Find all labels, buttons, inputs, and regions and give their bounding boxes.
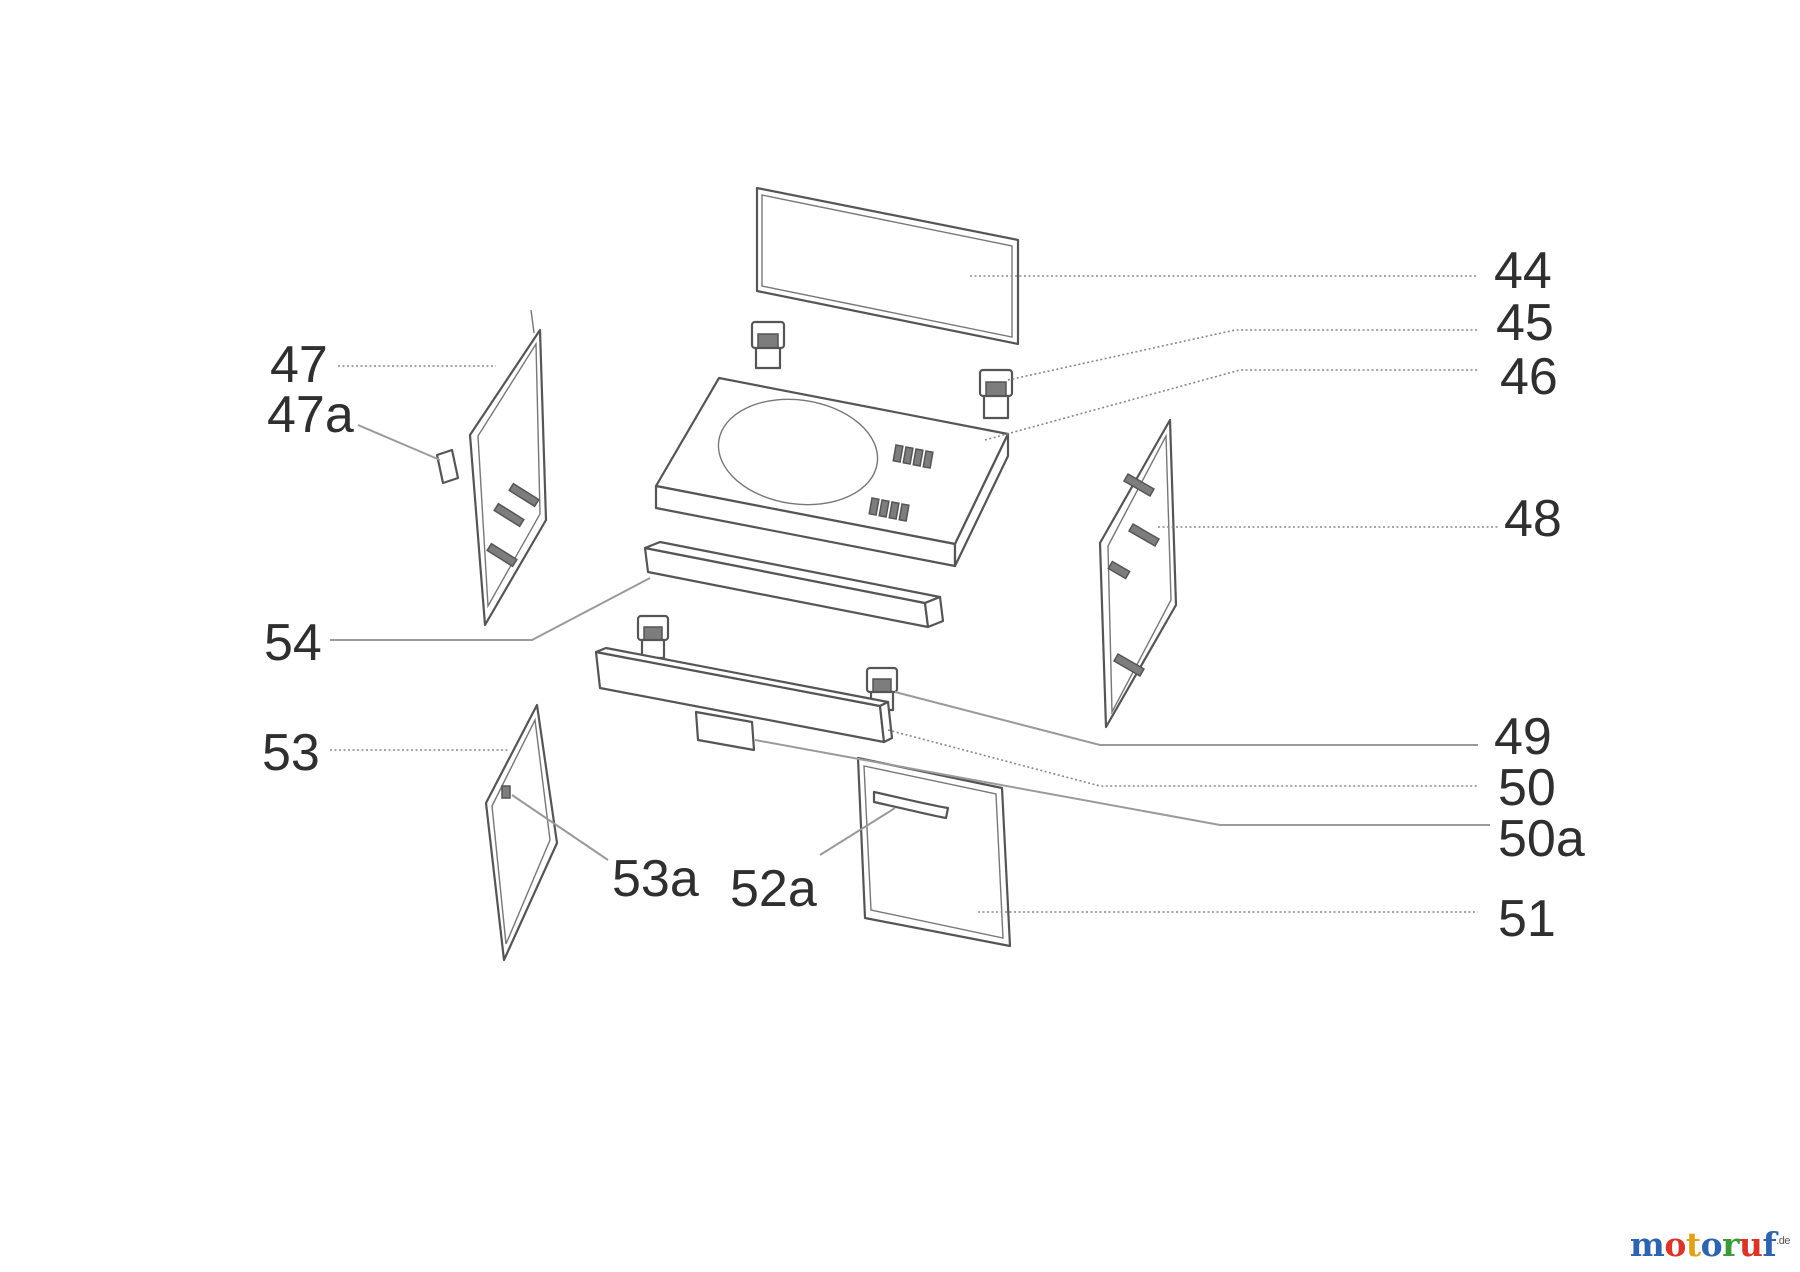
- vent-slots-lower: [868, 497, 910, 522]
- label-47: 47: [270, 336, 328, 394]
- part-48-right-panel: [1098, 418, 1178, 729]
- label-52a: 52a: [730, 860, 817, 918]
- label-48: 48: [1504, 490, 1562, 548]
- watermark-letter: f: [1762, 1225, 1777, 1264]
- watermark-text: motoruf: [1629, 1225, 1777, 1264]
- label-54: 54: [264, 614, 322, 672]
- part-49-hinge-left: [636, 614, 670, 660]
- part-54-front-rail: [643, 540, 945, 629]
- label-49: 49: [1494, 708, 1552, 766]
- watermark-suffix: .de: [1776, 1235, 1790, 1247]
- part-44-top-panel: [755, 186, 1020, 346]
- label-50a: 50a: [1498, 810, 1585, 868]
- label-44: 44: [1494, 242, 1552, 300]
- part-50-lower-rail: [594, 646, 894, 744]
- part-52a-door-handle: [872, 790, 950, 820]
- label-46: 46: [1500, 348, 1558, 406]
- part-47a-bracket: [435, 448, 460, 485]
- part-47-left-panel: [468, 309, 548, 627]
- part-46-top-plate: [654, 376, 1010, 568]
- part-50a-catch: [694, 710, 756, 752]
- label-51: 51: [1498, 890, 1556, 948]
- vent-slots-upper: [892, 444, 934, 469]
- watermark-letter: o: [1700, 1225, 1723, 1264]
- motoruf-watermark-logo: motoruf.de: [1629, 1225, 1791, 1264]
- part-labels: 44 45 46 47 47a 48 54 49 50 50a 53 53a 5…: [262, 242, 1585, 948]
- watermark-letter: r: [1722, 1225, 1739, 1264]
- label-53a: 53a: [612, 850, 699, 908]
- part-51-right-door: [856, 756, 1012, 948]
- label-47a: 47a: [267, 386, 354, 444]
- part-53-left-door: [484, 703, 559, 962]
- label-45: 45: [1496, 294, 1554, 352]
- watermark-letter: o: [1664, 1225, 1686, 1264]
- label-50: 50: [1498, 759, 1556, 817]
- watermark-letter: t: [1685, 1225, 1701, 1264]
- part-45-hinge-right: [978, 368, 1014, 420]
- leader-lines: [330, 275, 1500, 913]
- label-53: 53: [262, 724, 320, 782]
- watermark-letter: u: [1739, 1225, 1763, 1264]
- part-45-hinge-left: [750, 320, 786, 370]
- watermark-letter: m: [1629, 1225, 1665, 1264]
